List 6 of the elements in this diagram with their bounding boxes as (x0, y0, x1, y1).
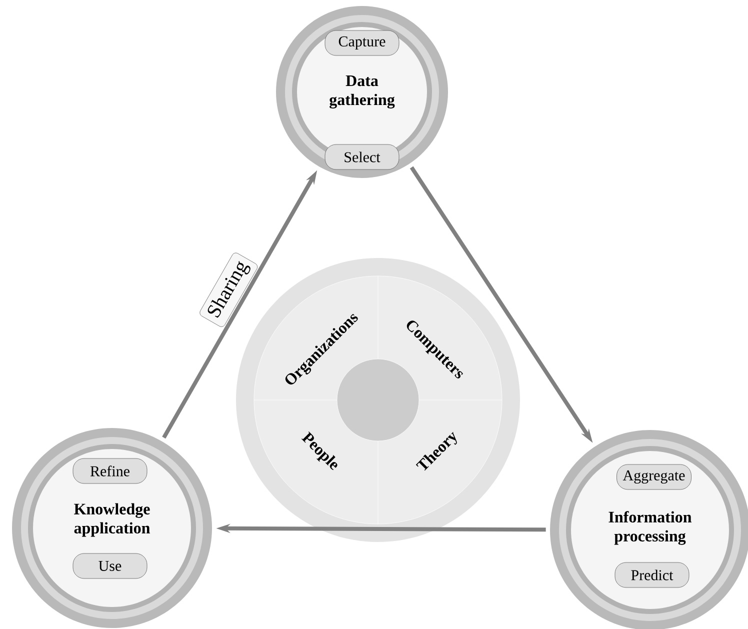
pill-label: Aggregate (616, 464, 692, 490)
pill-label: Use (72, 553, 148, 579)
pill-label: Capture (324, 30, 400, 56)
pill-label: Select (324, 144, 400, 170)
pill-label: Predict (614, 562, 690, 588)
pill-label: Refine (72, 458, 148, 484)
